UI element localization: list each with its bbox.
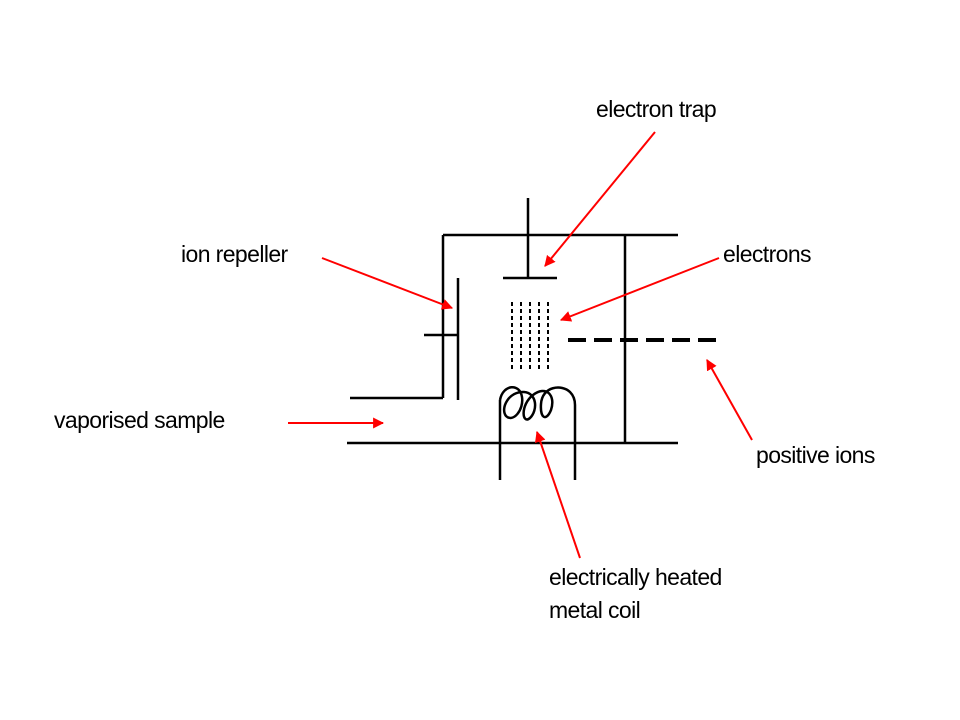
- label-electrons: electrons: [723, 241, 811, 267]
- label-positive-ions: positive ions: [756, 442, 875, 468]
- arrow-metal-coil: [534, 430, 581, 559]
- ion-repeller-plate: [424, 278, 460, 400]
- label-vaporised-sample: vaporised sample: [54, 407, 225, 433]
- arrow-electron-trap: [544, 131, 656, 267]
- label-coil-line1: electrically heated: [549, 564, 722, 590]
- arrow-ion-repeller: [321, 257, 454, 310]
- arrow-electrons: [559, 257, 720, 322]
- label-arrows: [288, 131, 753, 559]
- arrow-positive-ions: [706, 359, 753, 441]
- label-electron-trap: electron trap: [596, 96, 716, 122]
- metal-coil: [498, 386, 577, 480]
- label-coil-line2: metal coil: [549, 597, 640, 623]
- electron-beam: [511, 302, 549, 372]
- label-ion-repeller: ion repeller: [181, 241, 289, 267]
- electron-trap-electrode: [503, 198, 557, 280]
